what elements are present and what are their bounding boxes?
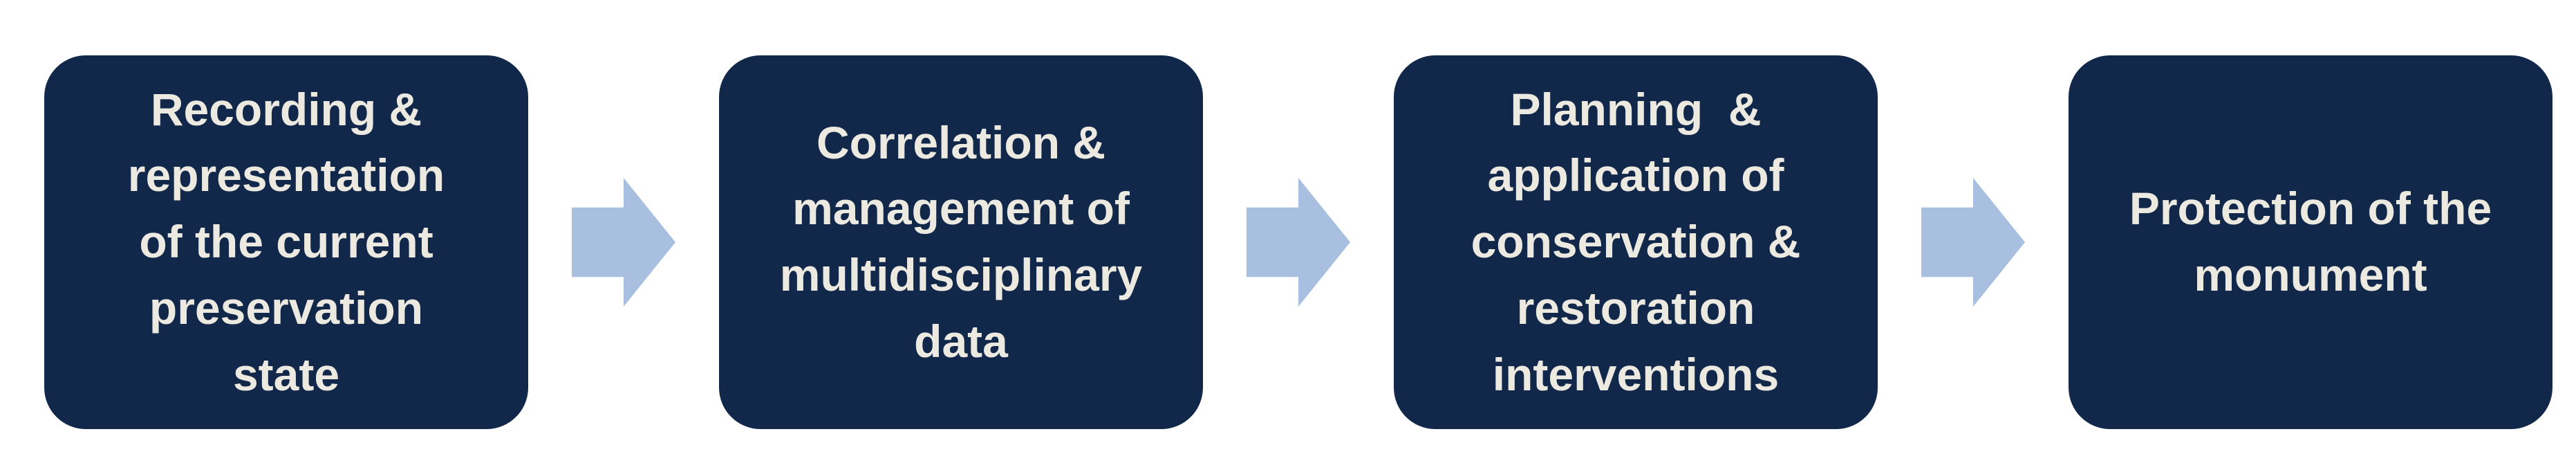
process-step-label: Correlation & management of multidiscipl… [779, 116, 1143, 367]
process-step-planning: Planning & application of conservation &… [1394, 55, 1878, 429]
arrow-right-icon [572, 178, 675, 307]
arrow-right-icon [1921, 178, 2025, 307]
process-step-label: Protection of the monument [2129, 183, 2492, 300]
process-step-label: Recording & representation of the curren… [127, 83, 445, 400]
process-step-correlation: Correlation & management of multidiscipl… [719, 55, 1203, 429]
process-step-label: Planning & application of conservation &… [1471, 83, 1801, 400]
arrow-right-icon [1247, 178, 1350, 307]
process-step-protection: Protection of the monument [2069, 55, 2552, 429]
process-step-recording: Recording & representation of the curren… [44, 55, 528, 429]
